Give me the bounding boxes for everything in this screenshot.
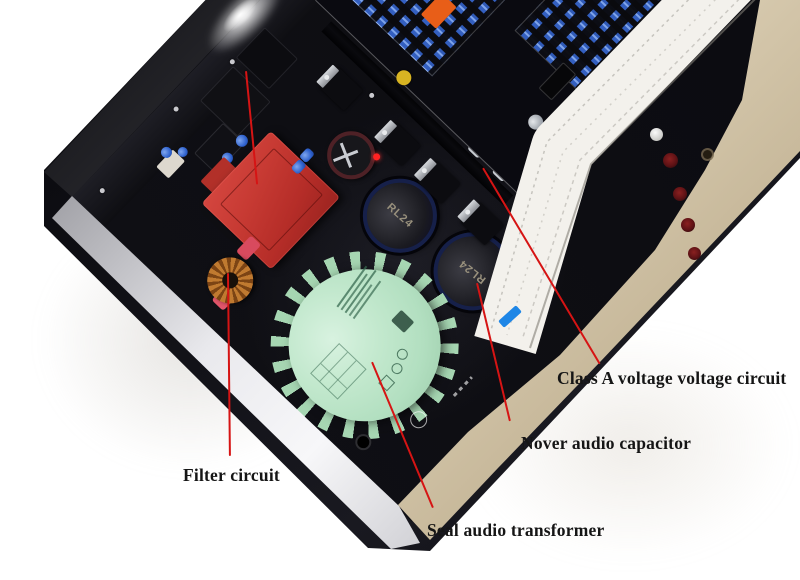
red-capacitor [681,218,695,232]
red-capacitor [663,153,678,168]
label-nover-audio-capacitor: Nover audio capacitor [521,433,692,453]
white-capacitor [650,128,663,141]
red-capacitor [688,247,701,260]
label-class-a-circuit: Class A voltage voltage circuit [557,368,787,388]
label-filter-circuit: Filter circuit [183,465,280,485]
label-seal-audio-transformer: Seal audio transformer [427,520,605,540]
red-capacitor [673,187,687,201]
panel-screw-hole [703,150,712,159]
